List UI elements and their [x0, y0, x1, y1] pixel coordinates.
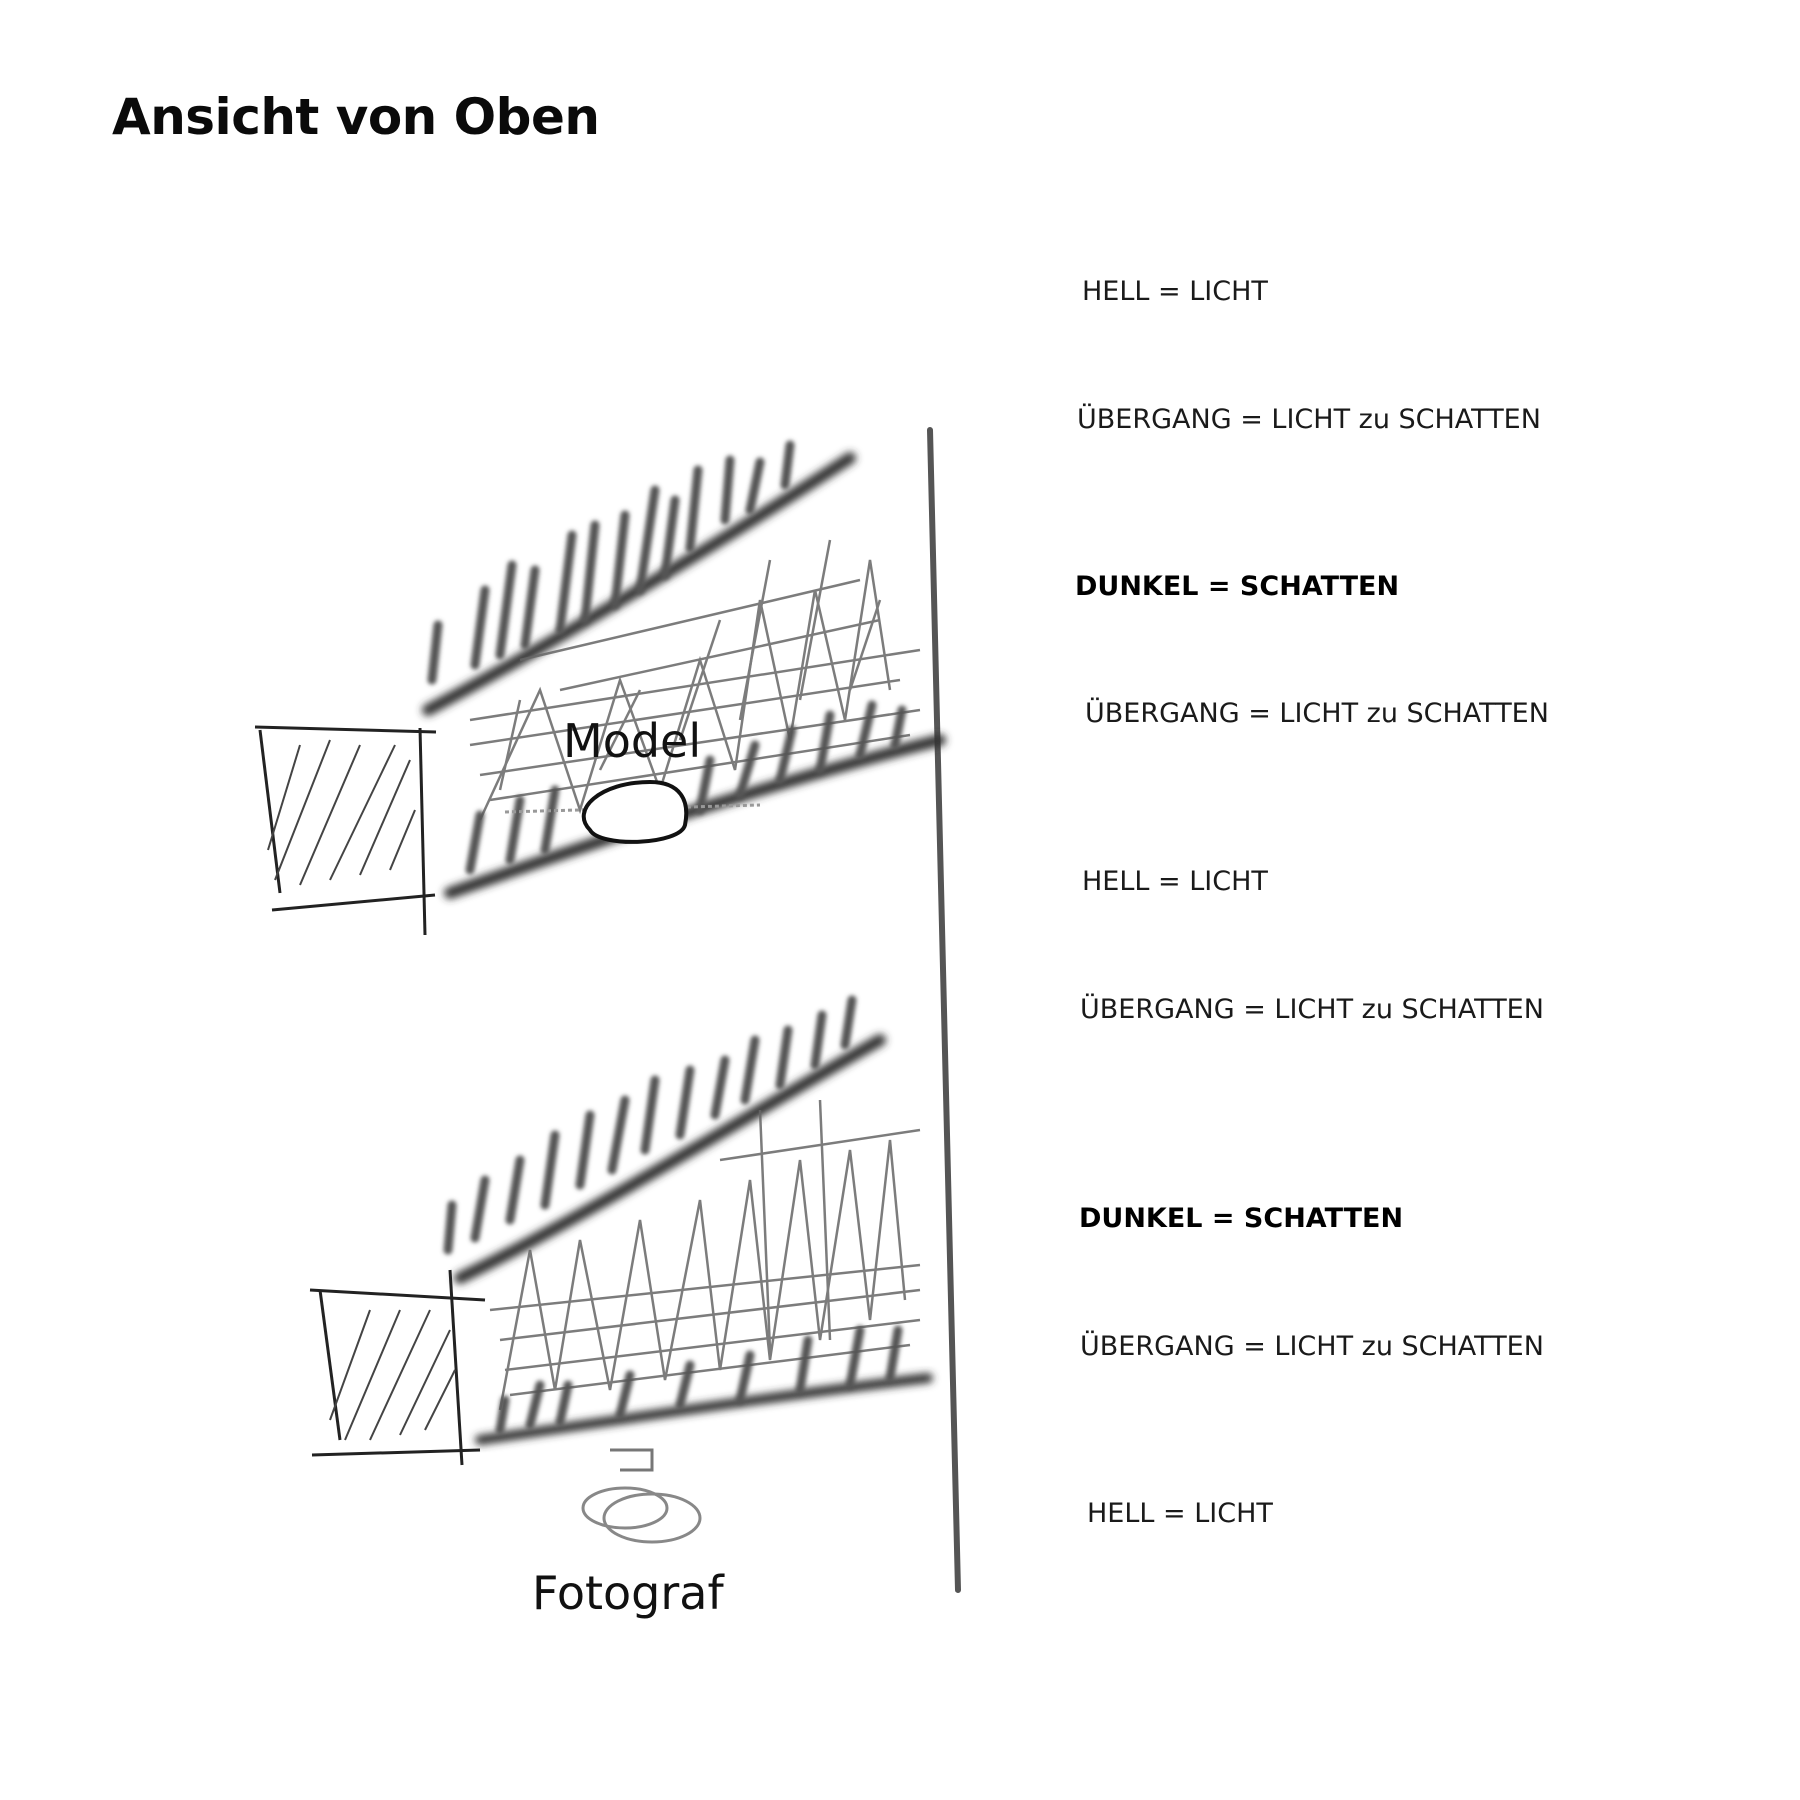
camera-icon: [610, 1448, 654, 1472]
photographer-icon: [581, 1486, 702, 1544]
upper-crosshatch: [469, 539, 921, 821]
upper-lower-strokes: [465, 700, 907, 875]
upper-beam-bottom-edge: [444, 734, 946, 899]
model-shape: [581, 779, 689, 844]
lower-beam-bottom-edge: [475, 1373, 933, 1445]
photographer-label: Fotograf: [532, 1566, 724, 1620]
lower-lower-strokes: [495, 1325, 903, 1435]
upper-beam-top-edge: [422, 452, 856, 716]
upper-dark-strokes: [427, 440, 795, 685]
model-label: Model: [563, 714, 702, 768]
upper-lightsource-box: [254, 725, 437, 936]
lower-dark-strokes: [443, 995, 857, 1255]
lower-lightsource-box: [309, 1269, 486, 1466]
lower-crosshatch: [489, 1099, 921, 1411]
lower-beam-top-edge: [454, 1034, 886, 1284]
page-title: Ansicht von Oben: [112, 88, 600, 146]
wall-line: [927, 427, 961, 1593]
